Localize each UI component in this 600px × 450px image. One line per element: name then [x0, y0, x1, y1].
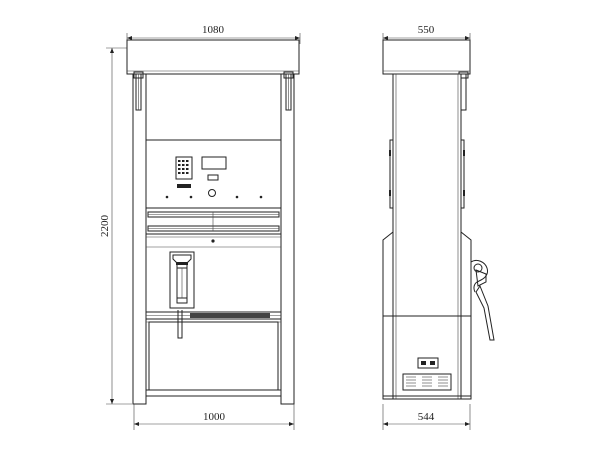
front-bottom-dimension: 1000	[133, 404, 295, 430]
side-column	[392, 73, 462, 400]
rivet	[259, 195, 263, 199]
side-vent	[402, 373, 452, 391]
side-right-bulge	[461, 139, 465, 209]
side-label-plate	[417, 357, 439, 369]
front-top-dimension: 1080	[126, 24, 301, 44]
front-canopy	[126, 39, 300, 75]
right-hook	[283, 71, 294, 111]
drip-bar	[145, 311, 282, 320]
main-screen	[201, 156, 227, 170]
front-left-pillar	[132, 73, 147, 405]
rivet	[235, 195, 239, 199]
front-cabinet	[145, 139, 282, 397]
front-height-dimension: 2200	[99, 47, 132, 405]
front-right-pillar	[280, 73, 295, 405]
price-strip	[145, 207, 282, 235]
side-bottom-width-label: 544	[418, 411, 435, 423]
side-view: 550	[382, 24, 495, 430]
side-left-bulge	[389, 139, 393, 209]
front-height-label: 2200	[99, 215, 111, 238]
side-nozzle	[470, 259, 495, 341]
side-lower-cabinet	[382, 230, 394, 317]
display-knob	[208, 189, 216, 197]
nozzle-spout	[177, 310, 183, 339]
rivet	[189, 195, 193, 199]
rivet	[211, 239, 215, 243]
keypad	[175, 156, 193, 180]
front-bottom-width-label: 1000	[203, 411, 226, 423]
keypad-keys	[178, 160, 189, 174]
front-top-width-label: 1080	[202, 24, 225, 36]
front-view: 1080 2200	[99, 24, 301, 430]
card-slot	[177, 184, 191, 188]
base-plinth	[145, 389, 282, 397]
small-screen	[207, 174, 219, 181]
side-bottom-dimension: 544	[382, 404, 471, 430]
left-hook	[133, 71, 144, 111]
rivet	[165, 195, 169, 199]
side-canopy	[382, 39, 471, 75]
nozzle-holster	[169, 251, 195, 309]
side-base	[382, 395, 472, 400]
side-top-width-label: 550	[418, 24, 435, 36]
